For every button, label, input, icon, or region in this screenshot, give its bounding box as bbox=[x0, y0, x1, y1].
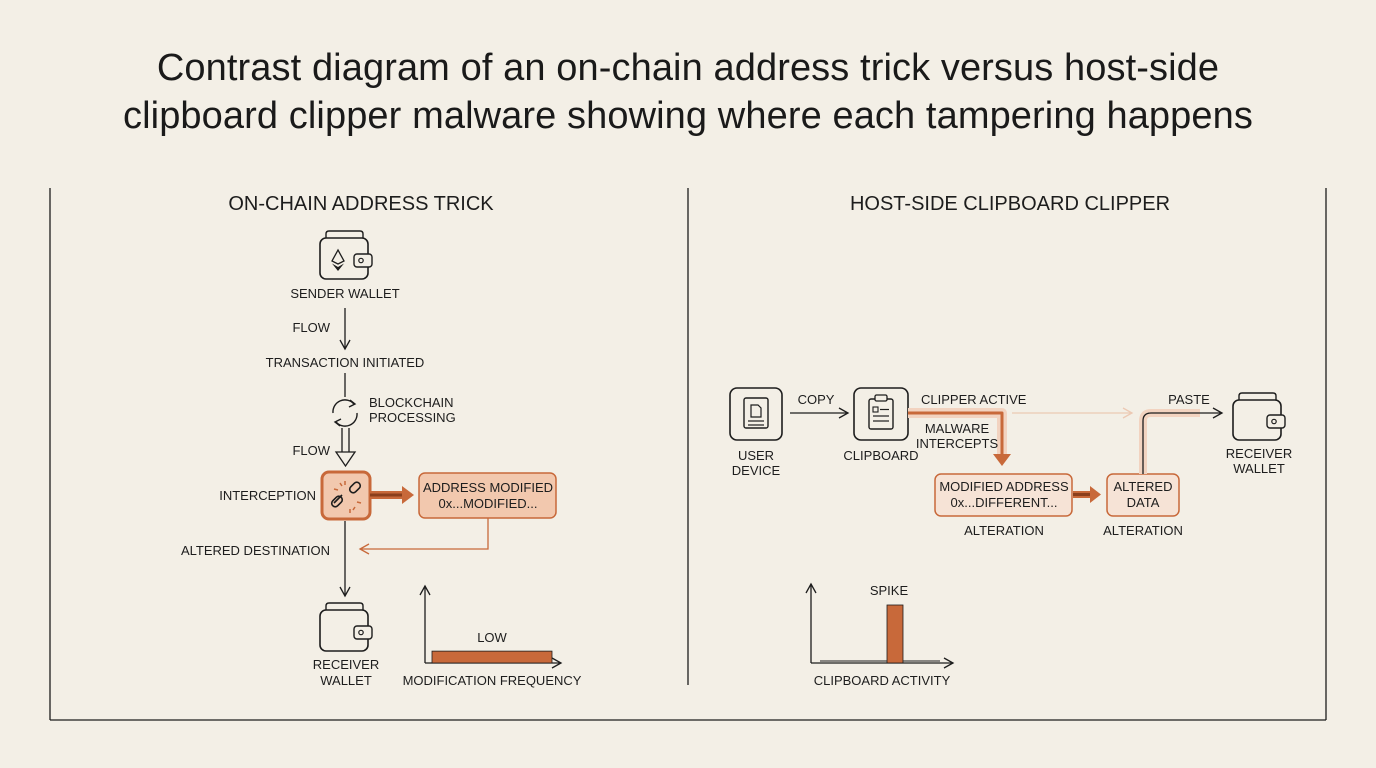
right-heading: HOST-SIDE CLIPBOARD CLIPPER bbox=[850, 193, 1170, 215]
clipper-active-label: CLIPPER ACTIVE bbox=[921, 392, 1027, 407]
blockchain-label-line-2: PROCESSING bbox=[369, 410, 456, 425]
receiver-wallet-line-2-right: WALLET bbox=[1233, 461, 1285, 476]
modified-address-line-1: MODIFIED ADDRESS bbox=[939, 479, 1069, 494]
left-panel: ON-CHAIN ADDRESS TRICK SENDER WALLET FLO… bbox=[181, 193, 582, 688]
user-device-line-1: USER bbox=[738, 448, 774, 463]
wallet-icon bbox=[319, 602, 373, 652]
paste-label: PASTE bbox=[1168, 392, 1210, 407]
malware-intercepts-line-2: INTERCEPTS bbox=[916, 436, 999, 451]
modification-frequency-bar-0 bbox=[431, 650, 553, 664]
flow-arrow-3 bbox=[334, 428, 357, 468]
modified-address-box bbox=[934, 473, 1073, 517]
user-device-line-2: DEVICE bbox=[732, 463, 781, 478]
clipboard-label: CLIPBOARD bbox=[843, 448, 918, 463]
sender-wallet-label: SENDER WALLET bbox=[290, 286, 399, 301]
chart-bar-label-low: LOW bbox=[477, 630, 507, 645]
malware-intercept-arrow bbox=[908, 408, 1011, 466]
altered-destination-label: ALTERED DESTINATION bbox=[181, 543, 330, 558]
altered-data-line-1: ALTERED bbox=[1114, 479, 1173, 494]
processing-cycle-icon bbox=[332, 399, 358, 427]
ethereum-wallet-icon bbox=[319, 230, 373, 280]
flow-label-2: FLOW bbox=[292, 443, 330, 458]
tamper-arrow-right bbox=[1073, 486, 1101, 503]
address-modified-line-2: 0x...MODIFIED... bbox=[439, 496, 538, 511]
malware-intercepts-line-1: MALWARE bbox=[925, 421, 990, 436]
alteration-label-1: ALTERATION bbox=[964, 523, 1044, 538]
receiver-wallet-line-2: WALLET bbox=[320, 673, 372, 688]
modified-address-line-2: 0x...DIFFERENT... bbox=[951, 495, 1058, 510]
address-modified-line-1: ADDRESS MODIFIED bbox=[423, 480, 553, 495]
clipboard-icon bbox=[853, 387, 909, 441]
title-line-1: Contrast diagram of an on-chain address … bbox=[156, 47, 1220, 89]
chart-x-label-right: CLIPBOARD ACTIVITY bbox=[814, 673, 951, 688]
receiver-wallet-line-1: RECEIVER bbox=[313, 657, 379, 672]
page-title: Contrast diagram of an on-chain address … bbox=[0, 44, 1376, 140]
blockchain-label-line-1: BLOCKCHAIN bbox=[369, 395, 454, 410]
clipboard-activity-chart: SPIKE CLIPBOARD ACTIVITY bbox=[805, 582, 955, 688]
title-line-2: clipboard clipper malware showing where … bbox=[123, 95, 1253, 137]
modification-frequency-chart: LOW MODIFICATION FREQUENCY bbox=[403, 584, 582, 688]
receiver-wallet-line-1-right: RECEIVER bbox=[1226, 446, 1292, 461]
altered-data-line-2: DATA bbox=[1127, 495, 1160, 510]
transaction-initiated-label: TRANSACTION INITIATED bbox=[266, 355, 425, 370]
document-icon bbox=[729, 387, 783, 441]
interception-label: INTERCEPTION bbox=[219, 488, 316, 503]
left-heading: ON-CHAIN ADDRESS TRICK bbox=[228, 193, 494, 215]
alteration-label-2: ALTERATION bbox=[1103, 523, 1183, 538]
altered-destination-arrow bbox=[358, 518, 489, 555]
wallet-icon bbox=[1232, 392, 1286, 441]
chart-spike-label: SPIKE bbox=[870, 583, 909, 598]
tamper-arrow-left bbox=[370, 486, 414, 504]
panel-frame bbox=[49, 188, 1327, 721]
clipboard-activity-bar-2 bbox=[886, 604, 904, 664]
right-panel: HOST-SIDE CLIPBOARD CLIPPER USER DEVICE … bbox=[729, 193, 1292, 688]
flow-label-1: FLOW bbox=[292, 320, 330, 335]
copy-label: COPY bbox=[798, 392, 835, 407]
broken-link-icon bbox=[320, 470, 372, 521]
chart-x-label: MODIFICATION FREQUENCY bbox=[403, 673, 582, 688]
paste-arrow bbox=[1139, 407, 1224, 474]
